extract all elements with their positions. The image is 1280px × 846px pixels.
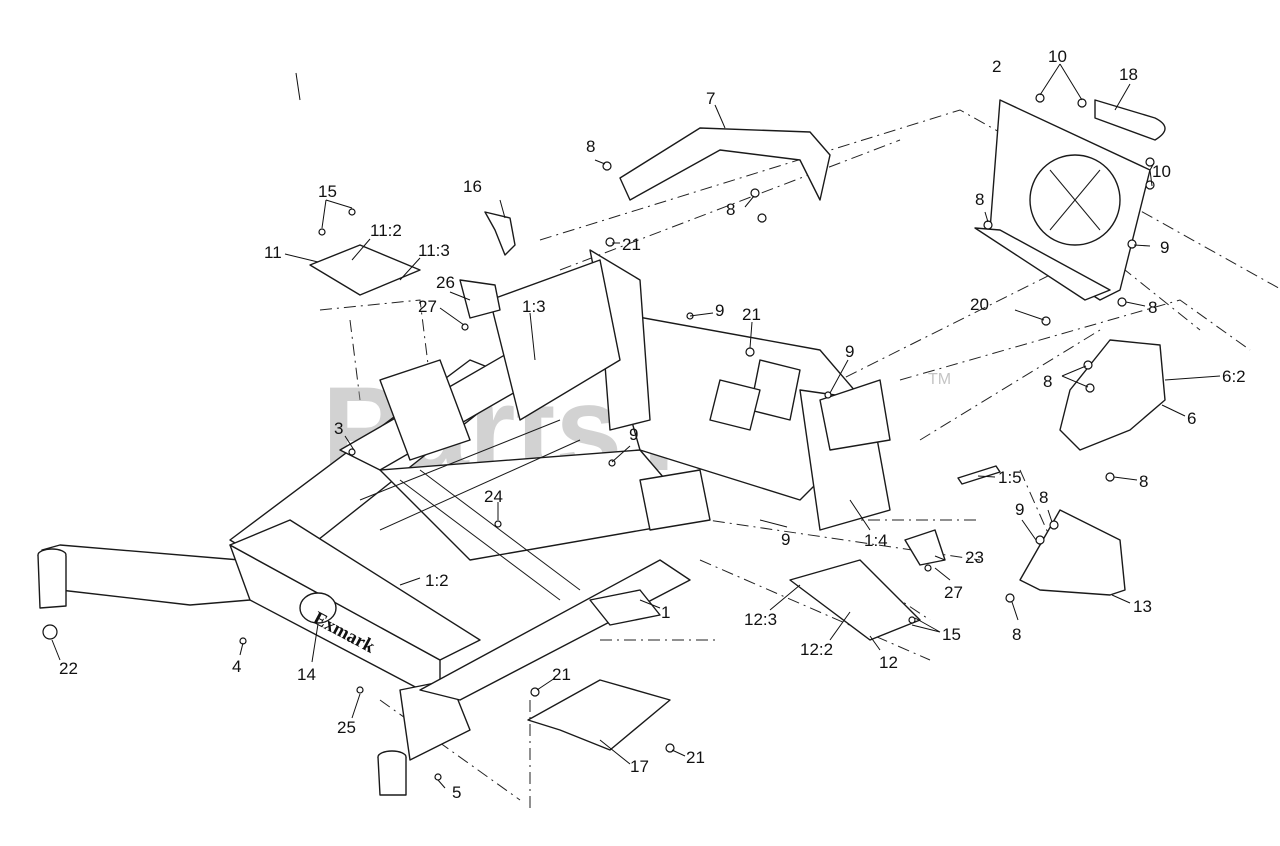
callout-12: 12 xyxy=(879,653,898,672)
callout-21b: 21 xyxy=(742,305,761,324)
callout-21a: 21 xyxy=(622,235,641,254)
leader-lines xyxy=(51,63,1221,789)
callout-4: 4 xyxy=(232,657,241,676)
part-7-hood xyxy=(619,127,831,201)
callout-5: 5 xyxy=(452,783,461,802)
callout-24: 24 xyxy=(484,487,503,506)
callout-2: 2 xyxy=(992,57,1001,76)
part-2-rear-plate xyxy=(974,99,1151,301)
part-12-plate xyxy=(789,559,921,641)
callout-labels: 1 1:2 1:3 1:4 1:5 2 3 4 5 6 6:2 7 8 8 8 … xyxy=(59,47,1246,802)
callout-9d: 9 xyxy=(629,425,638,444)
callout-6: 6 xyxy=(1187,409,1196,428)
callout-1-3: 1:3 xyxy=(522,297,546,316)
callout-8f: 8 xyxy=(1139,472,1148,491)
callout-15b: 15 xyxy=(942,625,961,644)
callout-9c: 9 xyxy=(1160,238,1169,257)
callout-16: 16 xyxy=(463,177,482,196)
callout-20: 20 xyxy=(970,295,989,314)
callout-23: 23 xyxy=(965,548,984,567)
callout-8h: 8 xyxy=(1012,625,1021,644)
callout-25: 25 xyxy=(337,718,356,737)
callout-8b: 8 xyxy=(726,200,735,219)
callout-14: 14 xyxy=(297,665,316,684)
watermark-trademark: TM xyxy=(928,371,951,388)
callout-3: 3 xyxy=(334,419,343,438)
part-16-bracket xyxy=(484,211,516,256)
callout-22: 22 xyxy=(59,659,78,678)
callout-8d: 8 xyxy=(1148,298,1157,317)
part-1-5-spring xyxy=(957,465,1001,485)
callout-17: 17 xyxy=(630,757,649,776)
hardware xyxy=(42,93,1155,781)
part-6-rear-bracket xyxy=(1059,339,1166,451)
part-11-plate xyxy=(309,244,421,296)
part-18 xyxy=(1094,99,1166,141)
callout-26: 26 xyxy=(436,273,455,292)
callout-11-3: 11:3 xyxy=(418,241,450,260)
callout-9e: 9 xyxy=(781,530,790,549)
callout-18: 18 xyxy=(1119,65,1138,84)
callout-27b: 27 xyxy=(944,583,963,602)
callout-21d: 21 xyxy=(686,748,705,767)
part-23-bracket xyxy=(904,529,946,566)
callout-10a: 10 xyxy=(1048,47,1067,66)
callout-21c: 21 xyxy=(552,665,571,684)
callout-11-2: 11:2 xyxy=(370,221,402,240)
callout-1-4: 1:4 xyxy=(864,531,888,550)
callout-8a: 8 xyxy=(586,137,595,156)
callout-15a: 15 xyxy=(318,182,337,201)
part-13-cover xyxy=(1019,509,1126,596)
callout-12-3: 12:3 xyxy=(744,610,777,629)
callout-1-5: 1:5 xyxy=(998,468,1022,487)
callout-12-2: 12:2 xyxy=(800,640,833,659)
part-17-plate xyxy=(527,679,671,751)
callout-6-2: 6:2 xyxy=(1222,367,1246,386)
callout-8c: 8 xyxy=(975,190,984,209)
callout-27a: 27 xyxy=(418,297,437,316)
callout-9f: 9 xyxy=(1015,500,1024,519)
main-frame xyxy=(37,249,891,796)
callout-11: 11 xyxy=(264,243,282,262)
callout-1-2: 1:2 xyxy=(425,571,449,590)
callout-9a: 9 xyxy=(715,301,724,320)
callout-8g: 8 xyxy=(1039,488,1048,507)
callout-10b: 10 xyxy=(1152,162,1171,181)
part-26-bracket xyxy=(459,279,501,319)
callout-8e: 8 xyxy=(1043,372,1052,391)
callout-9b: 9 xyxy=(845,342,854,361)
callout-1: 1 xyxy=(661,603,670,622)
callout-13: 13 xyxy=(1133,597,1152,616)
callout-7: 7 xyxy=(706,89,715,108)
